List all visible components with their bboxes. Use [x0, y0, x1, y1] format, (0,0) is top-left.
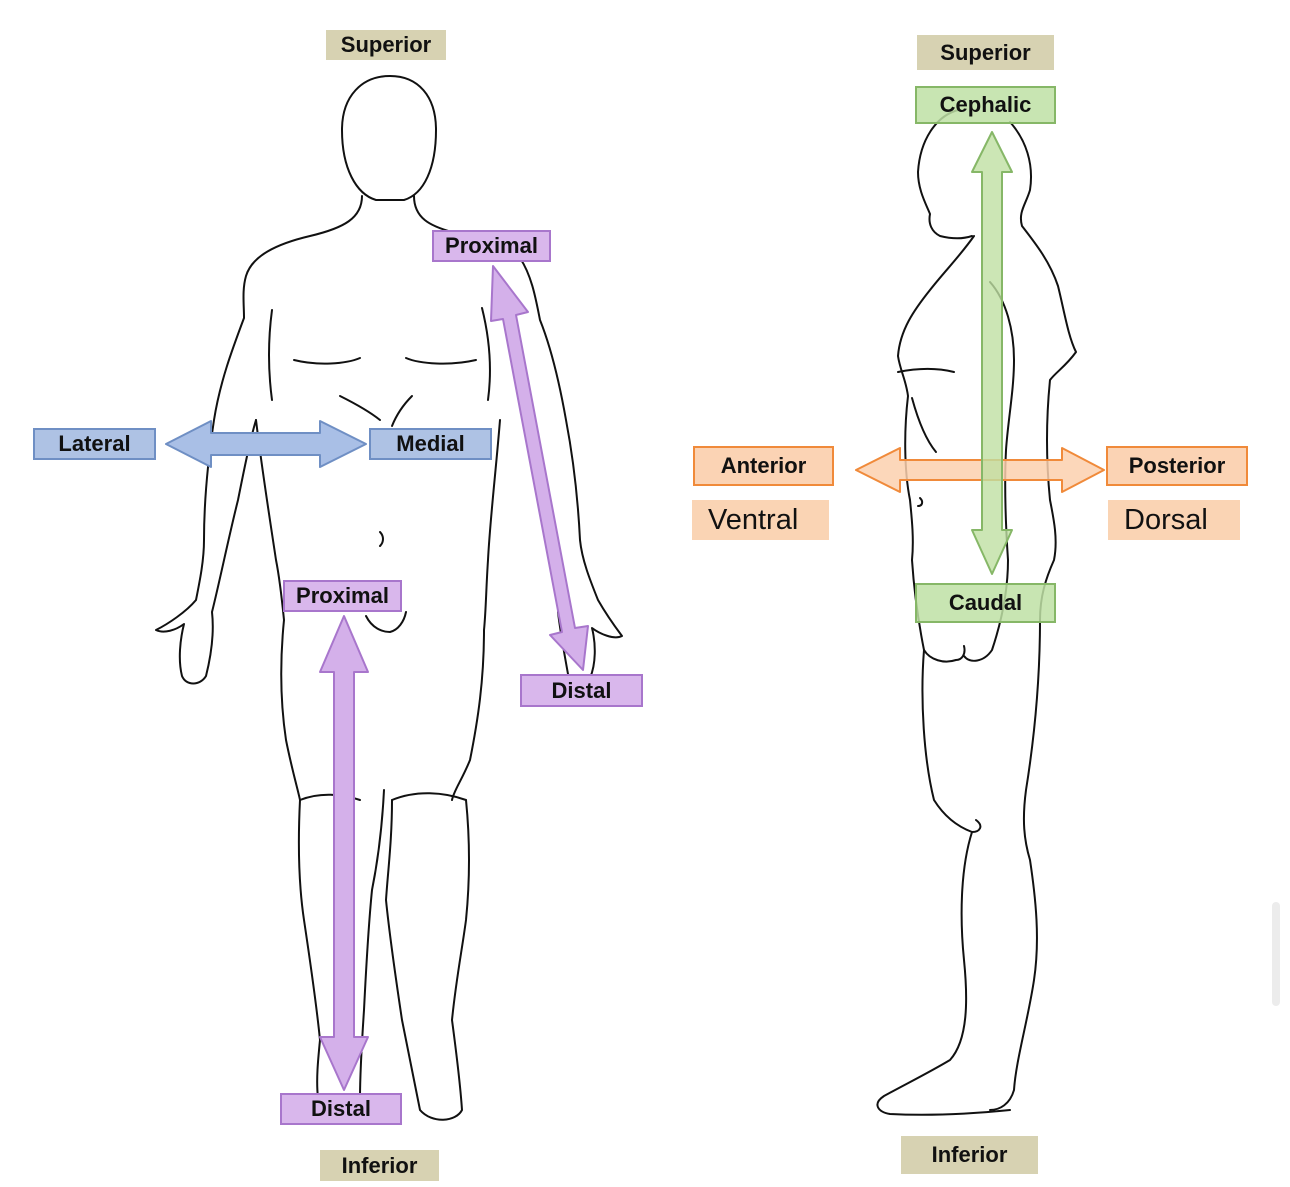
leg-proximal-label: Proximal — [283, 580, 402, 612]
side-superior-label: Superior — [917, 35, 1054, 70]
leg-distal-label: Distal — [280, 1093, 402, 1125]
lateral-medial-arrow — [165, 420, 367, 468]
dorsal-label: Dorsal — [1108, 500, 1240, 540]
posterior-label: Posterior — [1106, 446, 1248, 486]
anterior-posterior-arrow — [855, 447, 1105, 493]
side-body-outline — [876, 109, 1077, 1116]
medial-label: Medial — [369, 428, 492, 460]
arm-proximal-label: Proximal — [432, 230, 551, 262]
front-body-outline — [155, 75, 623, 1121]
caudal-label: Caudal — [915, 583, 1056, 623]
front-superior-label: Superior — [326, 30, 446, 60]
arm-proximal-distal-arrow — [490, 265, 589, 671]
scrollbar[interactable] — [1272, 902, 1280, 1006]
lateral-label: Lateral — [33, 428, 156, 460]
cephalic-caudal-arrow — [971, 131, 1013, 575]
ventral-label: Ventral — [692, 500, 829, 540]
cephalic-label: Cephalic — [915, 86, 1056, 124]
front-inferior-label: Inferior — [320, 1150, 439, 1181]
anterior-label: Anterior — [693, 446, 834, 486]
arm-distal-label: Distal — [520, 674, 643, 707]
leg-proximal-distal-arrow — [319, 615, 369, 1091]
side-inferior-label: Inferior — [901, 1136, 1038, 1174]
